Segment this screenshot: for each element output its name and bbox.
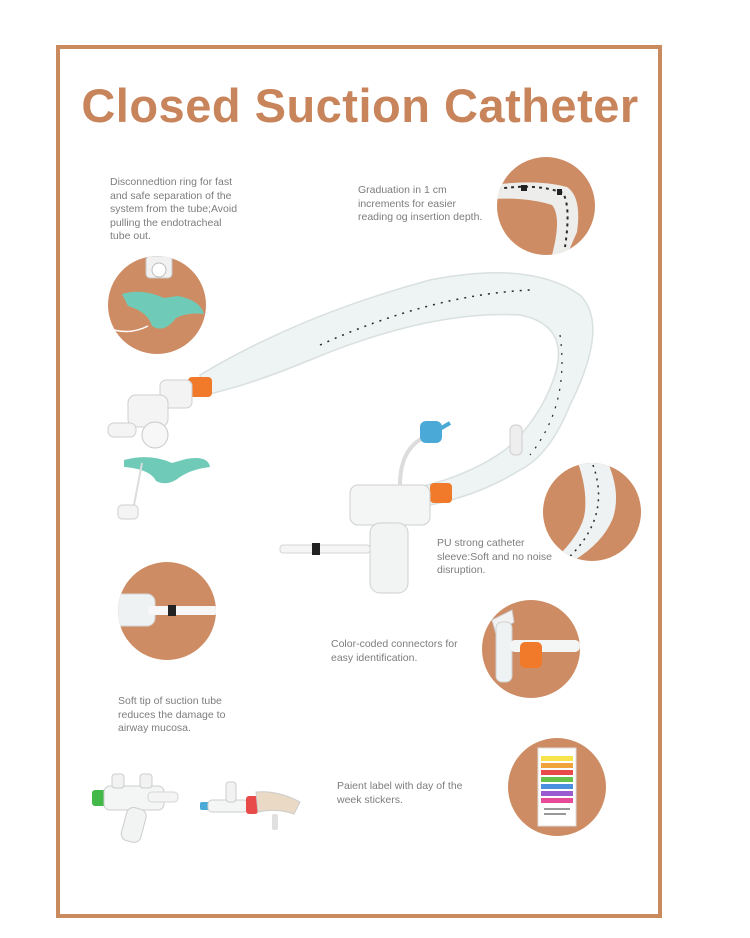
catheter-main-image: [107, 272, 594, 594]
poster-title: Closed Suction Catheter: [81, 79, 639, 132]
caption-graduation: Graduation in 1 cm increments for easier…: [358, 184, 483, 223]
graduation-detail-image: [497, 157, 595, 255]
caption-disconnection-ring: Disconnedtion ring for fast and safe sep…: [110, 176, 238, 242]
patient-label-detail-image: [508, 738, 606, 836]
connectors-detail-image: [482, 600, 580, 698]
disconnection-ring-detail-image: [108, 256, 206, 354]
caption-soft-tip: Soft tip of suction tube reduces the dam…: [118, 695, 226, 734]
sleeve-detail-image: [543, 463, 641, 561]
caption-patient-label: Paient label with day of the week sticke…: [337, 780, 463, 806]
caption-sleeve: PU strong catheter sleeve:Soft and no no…: [437, 537, 552, 576]
caption-connectors: Color-coded connectors for easy identifi…: [331, 638, 458, 664]
product-variants-image: [92, 773, 301, 843]
soft-tip-detail-image: [118, 562, 216, 660]
